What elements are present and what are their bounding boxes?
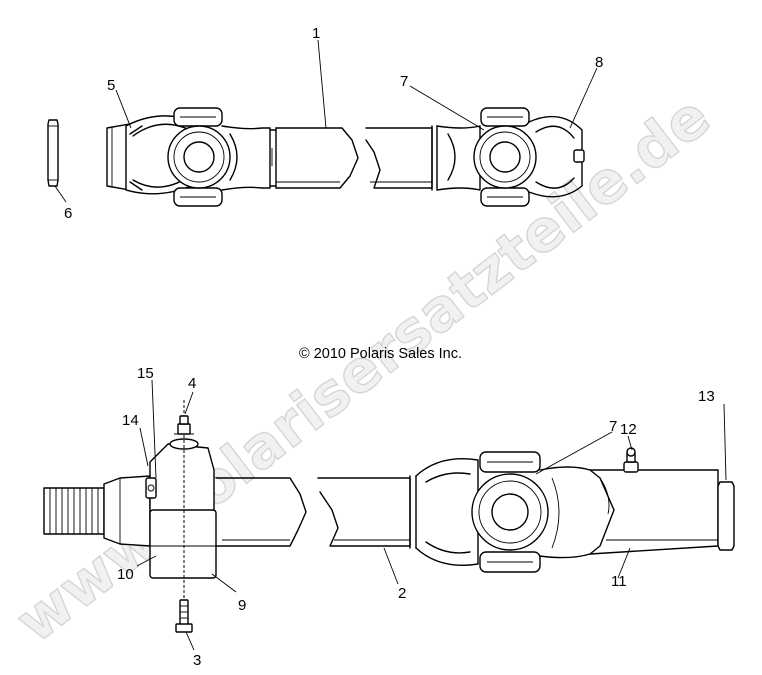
grease-fitting [623,447,639,473]
callouts: 1 2 3 4 5 6 7 7 8 9 10 11 12 13 14 15 [64,25,715,669]
left-u-joint-cross [167,107,231,207]
left-inner-yoke [221,125,277,191]
callout-13: 13 [698,388,715,405]
callout-10: 10 [117,566,134,583]
callout-4: 4 [188,375,196,392]
clamp-yoke [145,400,217,633]
clamp-bolt-top [174,415,194,435]
lower-u-joint [409,451,615,573]
callout-2: 2 [398,585,406,602]
callout-1: 1 [312,25,320,42]
clamp-bolt-bottom [175,599,193,633]
copyright-notice: © 2010 Polaris Sales Inc. [299,346,462,362]
shaft-tube-1 [275,127,433,189]
callout-7-upper: 7 [400,73,408,90]
upper-shaft-assembly [47,107,585,207]
callout-7-lower: 7 [609,418,617,435]
callout-11: 11 [611,573,627,590]
callout-6: 6 [64,205,72,222]
callout-3: 3 [193,652,201,669]
callout-14: 14 [122,412,139,429]
callout-8: 8 [595,54,603,71]
leader-lines [54,39,727,651]
callout-15: 15 [137,365,154,382]
callout-9: 9 [238,597,246,614]
slip-tube-11 [589,447,719,555]
roll-pin [47,119,59,187]
retaining-ring [717,481,735,551]
callout-5: 5 [107,77,115,94]
lower-shaft-assembly [43,400,735,633]
right-u-joint [431,107,585,207]
callout-12: 12 [620,421,637,438]
